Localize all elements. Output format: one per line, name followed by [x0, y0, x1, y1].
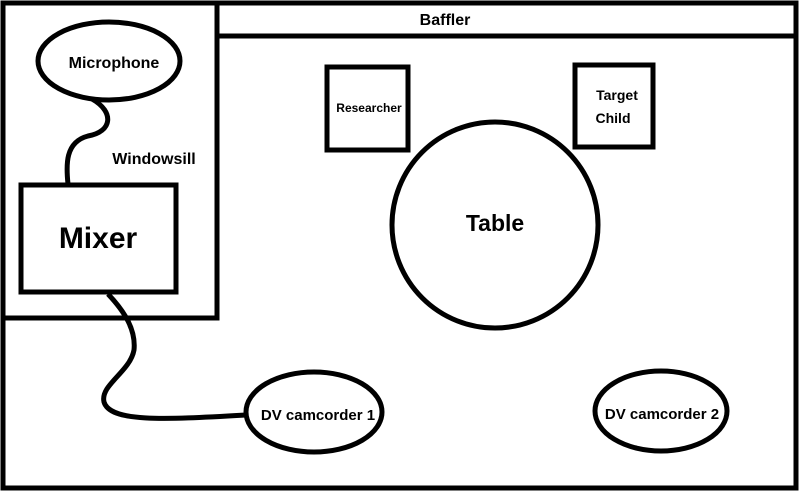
camcorder1-label: DV camcorder 1	[261, 407, 375, 424]
target-child-label-2: Child	[596, 110, 631, 126]
windowsill-area	[0, 0, 220, 321]
microphone-cable	[64, 96, 111, 185]
mixer-cable	[101, 292, 247, 421]
camcorder2-shape	[592, 368, 730, 454]
target-child-shape	[572, 62, 656, 150]
baffler-label: Baffler	[420, 12, 471, 29]
target-child-label-1: Target	[596, 87, 638, 103]
camcorder2-label: DV camcorder 2	[605, 406, 719, 423]
researcher-label: Researcher	[336, 101, 402, 115]
mixer-shape	[18, 182, 179, 295]
windowsill-label: Windowsill	[112, 151, 195, 168]
table-shape	[389, 119, 601, 331]
microphone-shape	[35, 19, 183, 103]
microphone-label: Microphone	[69, 55, 160, 72]
camcorder1-shape	[243, 369, 385, 455]
table-label: Table	[466, 210, 524, 236]
mixer-label: Mixer	[59, 222, 138, 255]
researcher-shape	[324, 64, 411, 153]
